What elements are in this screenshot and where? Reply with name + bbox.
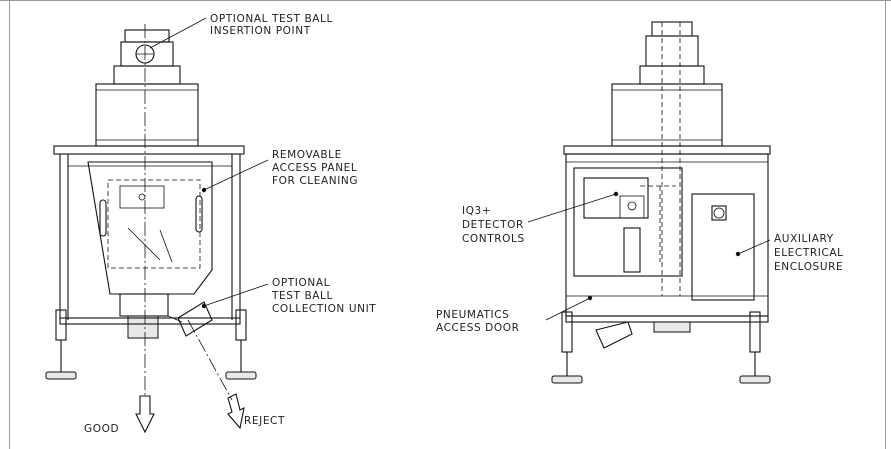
label-test-ball-insertion: OPTIONAL TEST BALL INSERTION POINT [210, 13, 337, 37]
label-access-panel-line3: FOR CLEANING [272, 175, 358, 187]
label-auxiliary-enclosure-line1: AUXILIARY [774, 233, 834, 245]
reject-arrow [227, 393, 245, 430]
label-pneumatics-door-line2: ACCESS DOOR [436, 322, 519, 334]
label-detector-controls-line1: IQ3+ [462, 205, 491, 217]
label-auxiliary-enclosure-line2: ELECTRICAL [774, 247, 844, 259]
label-auxiliary-enclosure: AUXILIARY ELECTRICAL ENCLOSURE [774, 233, 848, 273]
label-collection-unit-line1: OPTIONAL [272, 277, 330, 289]
label-access-panel-line1: REMOVABLE [272, 149, 342, 161]
label-collection-unit-line3: COLLECTION UNIT [272, 303, 376, 315]
collection-unit [177, 301, 213, 337]
label-detector-controls-line3: CONTROLS [462, 233, 525, 245]
label-access-panel: REMOVABLE ACCESS PANEL FOR CLEANING [272, 149, 361, 187]
label-collection-unit: OPTIONAL TEST BALL COLLECTION UNIT [271, 277, 376, 315]
right-view [527, 21, 771, 384]
label-collection-unit-line2: TEST BALL [271, 290, 333, 302]
good-arrow [135, 395, 155, 434]
label-good: GOOD [84, 423, 119, 435]
label-access-panel-line2: ACCESS PANEL [272, 162, 357, 174]
label-test-ball-insertion-line1: OPTIONAL TEST BALL [210, 13, 333, 25]
pneumatics-access-door [573, 167, 683, 277]
label-detector-controls: IQ3+ DETECTOR CONTROLS [462, 205, 528, 245]
label-pneumatics-door: PNEUMATICS ACCESS DOOR [436, 309, 519, 334]
label-auxiliary-enclosure-line3: ENCLOSURE [774, 261, 843, 273]
left-view [45, 17, 269, 434]
label-test-ball-insertion-line2: INSERTION POINT [210, 25, 311, 37]
label-detector-controls-line2: DETECTOR [462, 219, 524, 231]
label-pneumatics-door-line1: PNEUMATICS [436, 309, 509, 321]
label-reject: REJECT [244, 415, 285, 427]
